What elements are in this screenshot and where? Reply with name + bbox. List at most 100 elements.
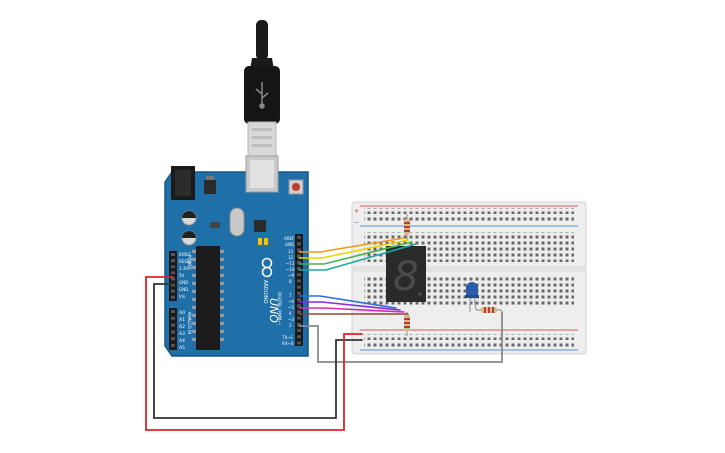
- wire-red-5v[interactable]: [145, 276, 363, 431]
- arduino-infinity-logo-icon: [261, 257, 273, 278]
- header-socket[interactable]: [297, 329, 301, 332]
- power-section-label: POWER: [187, 255, 192, 270]
- pin-label: ~3: [288, 317, 294, 322]
- header-socket[interactable]: [297, 322, 301, 326]
- seven-segment-display[interactable]: 8: [386, 246, 426, 302]
- header-socket[interactable]: [297, 304, 301, 308]
- digital-section-label: DIGITAL (PWM~): [277, 292, 282, 326]
- display-digit: 8: [393, 254, 418, 300]
- pin-label: IOREF: [179, 252, 192, 257]
- header-socket[interactable]: [171, 283, 175, 287]
- wire-purple[interactable]: [298, 301, 401, 311]
- header-socket[interactable]: [171, 277, 175, 281]
- pin-label: TX→1: [281, 335, 294, 340]
- blue-led[interactable]: [465, 282, 479, 312]
- header-socket[interactable]: [297, 285, 301, 289]
- pin-label: ~10: [286, 267, 295, 272]
- pin-label: A0: [179, 310, 185, 316]
- pin-label: A5: [179, 345, 185, 351]
- header-socket[interactable]: [297, 298, 301, 301]
- digital-header[interactable]: [295, 234, 303, 346]
- digital-pin-labels: AREF GND 13 12 ~11 ~10 ~9 8 7 ~6 ~5 4 ~3…: [281, 236, 295, 346]
- top-rail-holes-1: [364, 208, 574, 214]
- header-socket[interactable]: [297, 248, 301, 252]
- wire-blue[interactable]: [298, 295, 397, 309]
- arduino-brand-text: ARDUINO: [262, 280, 268, 304]
- header-socket[interactable]: [171, 271, 175, 275]
- header-socket[interactable]: [297, 291, 301, 295]
- header-socket[interactable]: [297, 335, 301, 339]
- pin-label: RESET: [179, 259, 192, 264]
- resistor-top[interactable]: [404, 214, 410, 240]
- analog-pin-labels: A0 A1 A2 A3 A4 A5: [179, 310, 185, 351]
- top-rail-holes-2: [364, 216, 574, 222]
- header-socket[interactable]: [171, 265, 175, 269]
- wire-teal[interactable]: [298, 243, 417, 271]
- header-socket[interactable]: [171, 337, 175, 341]
- header-socket[interactable]: [171, 259, 175, 263]
- bottom-rail-holes-2: [364, 342, 574, 348]
- header-socket[interactable]: [171, 295, 175, 299]
- header-socket[interactable]: [171, 330, 175, 334]
- pin-label: A1: [179, 317, 185, 323]
- header-socket[interactable]: [297, 316, 301, 320]
- power-pin-labels: IOREF RESET 3.3V 5V GND GND Vin: [179, 252, 192, 299]
- wire-green[interactable]: [298, 241, 413, 265]
- resistor-bottom[interactable]: [404, 312, 410, 336]
- header-socket[interactable]: [297, 273, 301, 277]
- pin-label: A3: [179, 331, 185, 337]
- power-header-sockets: [171, 253, 175, 347]
- header-socket[interactable]: [171, 316, 175, 320]
- pin-label: 13: [288, 249, 294, 254]
- pin-label: 12: [288, 255, 294, 260]
- header-socket[interactable]: [171, 289, 175, 293]
- header-socket[interactable]: [171, 310, 175, 313]
- header-socket[interactable]: [171, 344, 175, 347]
- header-socket[interactable]: [297, 267, 301, 270]
- header-socket[interactable]: [297, 242, 301, 246]
- pin-label: 7: [289, 293, 292, 298]
- header-socket[interactable]: [297, 279, 301, 283]
- resistor-led[interactable]: [476, 307, 502, 313]
- pin-label-aref: AREF: [284, 236, 295, 241]
- wire-gray[interactable]: [298, 311, 503, 363]
- header-socket[interactable]: [297, 310, 301, 314]
- chip-pins: [192, 250, 224, 341]
- breadboard[interactable]: + −: [351, 201, 587, 355]
- center-channel: [352, 266, 586, 272]
- arduino-uno-board[interactable]: ARDUINO UNO AREF GND 13 12 ~11 ~10 ~9 8 …: [164, 155, 309, 357]
- pin-label: ~6: [288, 299, 294, 304]
- wire-black-gnd[interactable]: [153, 283, 363, 419]
- pin-label: RX←0: [282, 341, 294, 346]
- wire-yellow[interactable]: [298, 239, 409, 259]
- pin-label: 4: [289, 311, 292, 316]
- wire-orange[interactable]: [298, 237, 405, 253]
- usb-cable: [244, 20, 280, 157]
- header-socket[interactable]: [297, 341, 301, 345]
- rail-minus-label: −: [354, 219, 359, 226]
- bottom-rail-holes-1: [364, 334, 574, 340]
- arduino-model-text: UNO: [267, 298, 280, 323]
- header-socket[interactable]: [171, 253, 175, 256]
- header-socket[interactable]: [171, 323, 175, 327]
- digital-header-sockets: [297, 236, 301, 345]
- pin-label: 5V: [179, 273, 185, 278]
- header-socket[interactable]: [297, 236, 301, 239]
- power-header[interactable]: [169, 251, 177, 301]
- analog-header[interactable]: [169, 308, 177, 350]
- pin-label: 2: [289, 323, 292, 328]
- pin-label-gnd: GND: [285, 242, 294, 247]
- pin-label: GND: [179, 287, 188, 292]
- pin-label: A2: [179, 324, 185, 330]
- pin-label: ~9: [288, 273, 294, 278]
- pin-label: 3.3V: [179, 266, 188, 271]
- pin-label: ~5: [288, 305, 294, 310]
- reset-button[interactable]: [292, 183, 300, 191]
- pin-label: Vin: [179, 294, 186, 299]
- header-socket[interactable]: [297, 260, 301, 264]
- wire-magenta[interactable]: [298, 307, 405, 313]
- header-socket[interactable]: [297, 254, 301, 258]
- rail-plus-label: +: [354, 208, 359, 215]
- analog-section-label: ANALOG IN: [187, 312, 192, 334]
